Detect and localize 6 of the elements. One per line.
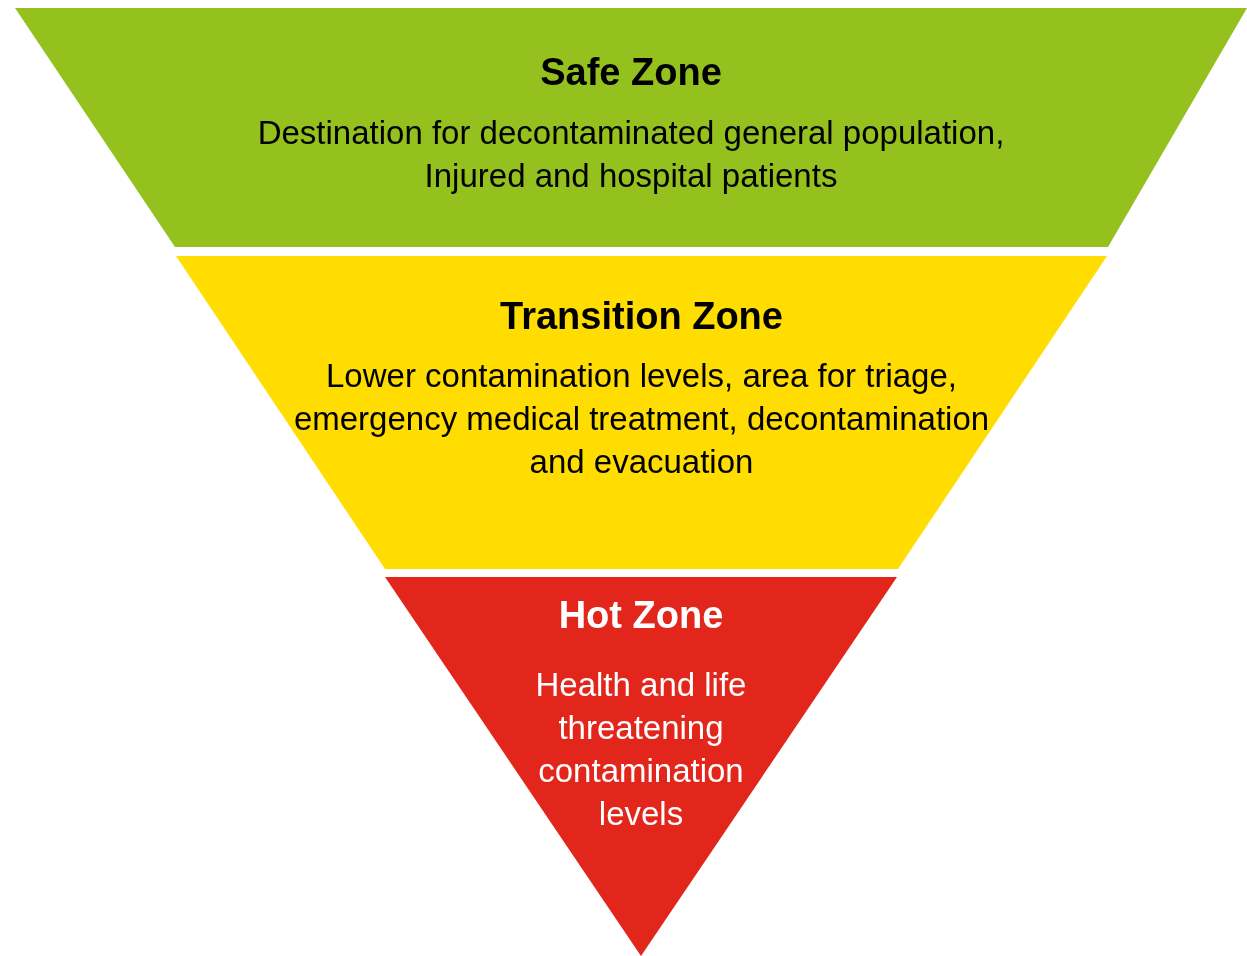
zone-heading: Safe Zone — [540, 50, 722, 94]
zone-heading: Hot Zone — [558, 593, 724, 637]
zone-description: Destination for decontaminated general population, Injured and hospital patients — [256, 113, 1006, 196]
zone-description: Lower contamination levels, area for triage, emergency medical treatment, decontamination and evacuation — [292, 356, 991, 482]
zone-heading: Transition Zone — [500, 294, 783, 338]
zone-description: Health and life threatening contamination levels — [534, 665, 748, 834]
